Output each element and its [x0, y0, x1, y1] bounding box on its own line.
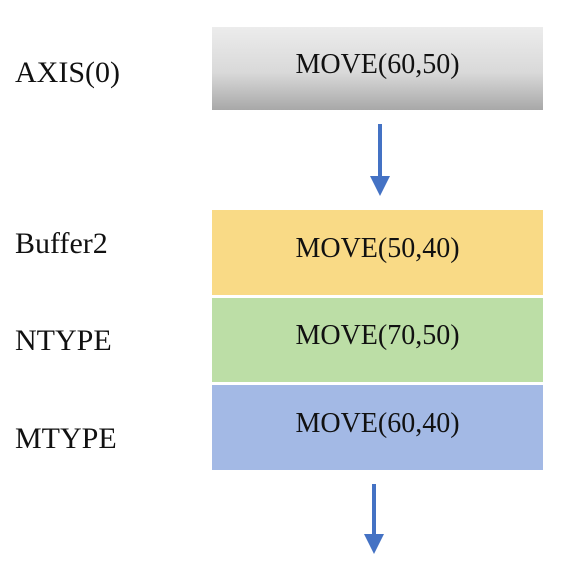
arrow-down-icon	[370, 124, 390, 196]
ntype-label: NTYPE	[15, 324, 112, 357]
mtype-label: MTYPE	[15, 422, 117, 455]
buffer2-command-text: MOVE(50,40)	[295, 232, 460, 264]
arrow-down-icon	[364, 484, 384, 554]
arrow-head	[370, 176, 390, 196]
mtype-command-box: MOVE(60,40)	[212, 385, 543, 470]
arrow-head	[364, 534, 384, 554]
axis-command-text: MOVE(60,50)	[295, 48, 460, 80]
ntype-command-text: MOVE(70,50)	[295, 320, 460, 351]
buffer2-label: Buffer2	[15, 227, 108, 260]
ntype-command-box: MOVE(70,50)	[212, 298, 543, 382]
mtype-command-text: MOVE(60,40)	[295, 407, 460, 439]
buffer2-command-box: MOVE(50,40)	[212, 210, 543, 295]
axis-command-box: MOVE(60,50)	[212, 27, 543, 110]
axis-label: AXIS(0)	[15, 56, 120, 89]
